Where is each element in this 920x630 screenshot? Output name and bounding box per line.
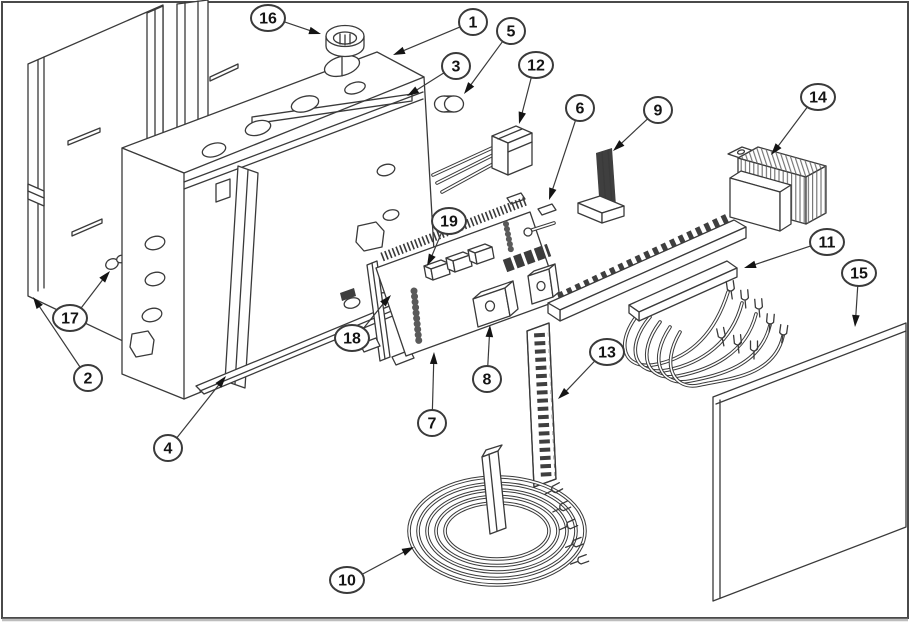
- terminal-block: [502, 243, 552, 273]
- callout-8: 8: [472, 325, 502, 393]
- panel-slot: [209, 63, 239, 82]
- callout-number: 15: [850, 266, 868, 283]
- cover-panel: [712, 322, 907, 602]
- callout-3: 3: [407, 52, 471, 96]
- callout-number: 17: [61, 311, 79, 328]
- board-relays: [423, 243, 495, 281]
- callout-number: 5: [507, 24, 516, 41]
- callout-11: 11: [744, 228, 845, 269]
- front-rail: [215, 165, 259, 389]
- circuit-board-assembly: [359, 196, 561, 366]
- callout-number: 10: [338, 573, 356, 590]
- transformer: [727, 146, 827, 232]
- relay-switch: [472, 280, 519, 328]
- callout-number: 4: [164, 441, 173, 458]
- callout-5: 5: [464, 17, 526, 94]
- callout-number: 11: [819, 235, 836, 252]
- callout-arrow: [558, 387, 570, 399]
- standoff-clips: [506, 192, 557, 216]
- bushing: [325, 24, 365, 58]
- spring-wire: [503, 221, 514, 253]
- terminal-strip-long: [547, 213, 747, 322]
- callout-7: 7: [417, 352, 447, 437]
- wire-harness-coil: [407, 444, 590, 587]
- callout-number: 18: [343, 331, 361, 348]
- board-clip: [359, 337, 381, 353]
- callout-arrow: [518, 111, 526, 124]
- callout-arrow: [427, 253, 436, 266]
- callout-number: 8: [483, 372, 492, 389]
- callout-number: 13: [598, 345, 616, 362]
- callout-2: 2: [33, 297, 103, 392]
- knockout-plug: [433, 95, 465, 113]
- callout-4: 4: [153, 376, 226, 462]
- box-cutout: [355, 221, 385, 252]
- callout-number: 19: [440, 214, 458, 231]
- callout-9: 9: [613, 96, 673, 151]
- callout-arrow: [771, 143, 782, 155]
- callout-10: 10: [329, 547, 414, 594]
- callout-16: 16: [250, 4, 321, 35]
- callout-number: 7: [428, 416, 437, 433]
- callout-arrow: [613, 140, 625, 151]
- callout-17: 17: [52, 271, 110, 332]
- callout-number: 1: [469, 15, 478, 32]
- callout-number: 2: [84, 371, 93, 388]
- callout-number: 9: [654, 103, 663, 120]
- l-bracket: [577, 148, 625, 224]
- callout-arrow: [407, 86, 420, 96]
- callout-number: 3: [452, 59, 461, 76]
- callout-12: 12: [518, 51, 554, 124]
- callout-18: 18: [334, 295, 391, 352]
- callout-arrow: [215, 376, 226, 388]
- wire-connector: [431, 125, 533, 194]
- callout-arrow: [852, 314, 860, 327]
- callout-arrow: [99, 271, 110, 283]
- callout-arrow: [429, 352, 438, 365]
- panel-slot: [71, 218, 103, 237]
- callout-arrow: [485, 325, 494, 338]
- enclosure-box: [121, 51, 442, 400]
- callout-15: 15: [841, 259, 877, 327]
- callout-19: 19: [427, 207, 467, 266]
- callout-arrow: [744, 260, 757, 269]
- callout-arrow: [549, 187, 557, 200]
- relay-switch-2: [527, 263, 560, 305]
- callout-number: 6: [576, 101, 585, 118]
- back-panel: [27, 0, 239, 361]
- callout-number: 16: [259, 11, 277, 28]
- callout-arrow: [380, 295, 391, 307]
- box-slot: [251, 93, 413, 125]
- callout-6: 6: [549, 94, 595, 200]
- callout-arrow: [33, 297, 43, 310]
- fork-terminal-harness: [623, 260, 789, 388]
- callout-number: 12: [527, 58, 545, 75]
- box-top-holes: [201, 54, 366, 158]
- box-side-holes: [129, 235, 166, 358]
- callout-1: 1: [393, 8, 488, 55]
- callout-14: 14: [771, 83, 836, 155]
- callout-number: 14: [809, 90, 827, 107]
- spring-wire: [410, 287, 423, 347]
- callout-arrow: [401, 547, 414, 556]
- callout-arrow: [308, 26, 321, 35]
- callout-arrow: [393, 46, 406, 55]
- callout-arrow: [464, 82, 475, 94]
- terminal-strip-vertical: [526, 322, 557, 488]
- callout-13: 13: [558, 338, 625, 399]
- panel-slot: [67, 127, 101, 146]
